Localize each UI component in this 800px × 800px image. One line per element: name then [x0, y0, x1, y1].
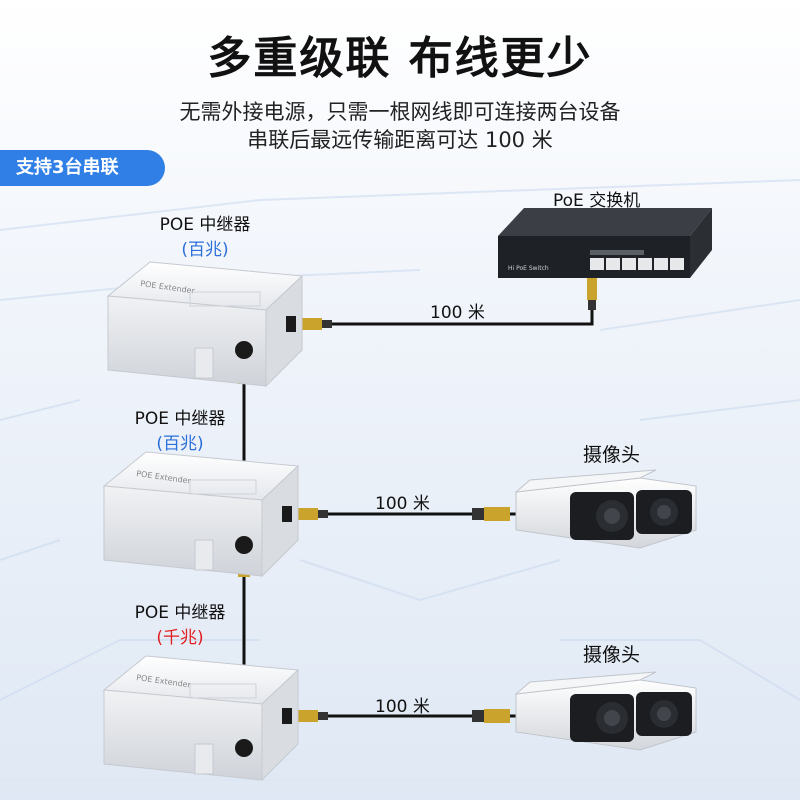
plug-ext2-out: [296, 508, 328, 520]
switch-panel-text: Hi PoE Switch: [508, 265, 549, 272]
extender-3-label: POE 中继器 (千兆): [125, 598, 235, 648]
extender-1-device: POE Extender: [106, 261, 304, 388]
extender-3-speed: (千兆): [156, 628, 204, 648]
plug-ext3-out: [296, 710, 328, 722]
switch-label: PoE 交换机: [553, 191, 641, 211]
extender-2-speed: (百兆): [156, 434, 204, 454]
subtitle-line2: 串联后最远传输距离可达 100 米: [247, 128, 553, 152]
cable-switch-to-extender1: [310, 280, 594, 326]
camera-2-device: [514, 671, 697, 751]
distance-label-2: 100 米: [375, 494, 430, 514]
distance-label-3: 100 米: [375, 697, 430, 717]
extender-2-label: POE 中继器 (百兆): [125, 404, 235, 454]
extender-1-label: POE 中继器 (百兆): [150, 210, 260, 260]
distance-label-1: 100 米: [430, 303, 485, 323]
extender-3-name: POE 中继器: [134, 603, 226, 623]
plug-switch: [587, 278, 597, 310]
page-title: 多重级联 布线更少: [207, 33, 593, 84]
cascade-badge: 支持3台串联: [0, 150, 165, 186]
camera-1-label: 摄像头: [583, 444, 641, 466]
extender-2-name: POE 中继器: [134, 409, 226, 429]
extender-2-device: POE Extender: [102, 451, 300, 578]
plug-cam1: [472, 507, 510, 521]
plug-ext1-out: [300, 318, 332, 330]
extender-3-device: POE Extender: [102, 655, 300, 782]
camera-2-label: 摄像头: [583, 644, 641, 666]
extender-1-speed: (百兆): [181, 240, 229, 260]
camera-1-device: [514, 469, 697, 549]
poe-switch: Hi PoE Switch: [498, 208, 712, 278]
extender-1-name: POE 中继器: [159, 215, 251, 235]
plug-cam2: [472, 709, 510, 723]
subtitle-line1: 无需外接电源，只需一根网线即可连接两台设备: [179, 100, 621, 124]
